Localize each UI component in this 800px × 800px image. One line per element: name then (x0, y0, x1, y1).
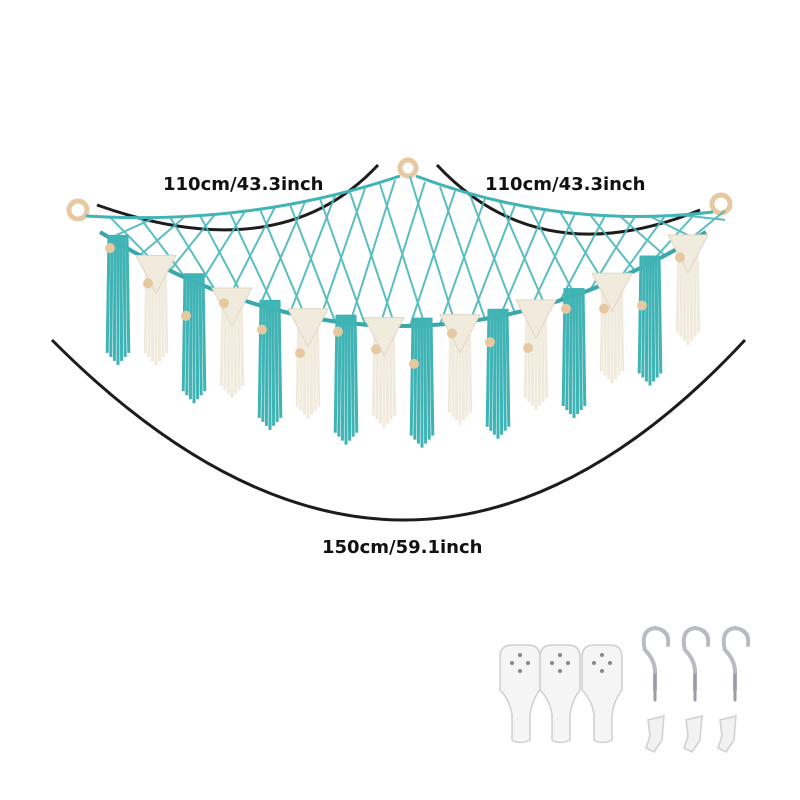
teal-tassel (409, 317, 435, 448)
macrame-triangle-pennant (439, 314, 481, 354)
net-strand (319, 198, 366, 325)
cream-tassel (135, 255, 177, 366)
wooden-beads (105, 243, 685, 369)
net-strand (499, 201, 546, 306)
wooden-bead (219, 298, 229, 309)
wooden-bead (181, 310, 191, 321)
net-strand (169, 213, 216, 272)
center-wooden-ring (397, 157, 419, 179)
macrame-triangle-pennant (287, 308, 329, 348)
net-strand (229, 206, 276, 296)
cream-tassel (667, 234, 709, 345)
macrame-triangle-pennant (667, 234, 709, 274)
right-side-dimension-label: 110cm/43.3inch (485, 174, 646, 195)
net-strand (229, 212, 276, 310)
macrame-triangle-pennant (135, 255, 177, 295)
wooden-bead (561, 303, 571, 314)
net-strand (139, 215, 186, 256)
wooden-bead (637, 300, 647, 311)
net-strand (349, 179, 396, 324)
cream-tassel (363, 317, 405, 428)
right-wooden-ring (709, 192, 733, 216)
net-strand (199, 215, 246, 301)
left-wooden-ring (66, 198, 90, 222)
teal-tassel (181, 273, 207, 404)
net-strand (529, 213, 576, 310)
wooden-bead (523, 343, 533, 354)
wall-anchors (645, 715, 737, 753)
teal-tassel (485, 308, 511, 439)
cream-tassel (287, 308, 329, 419)
net-strand (199, 210, 246, 285)
bottom-dimension-line (50, 338, 747, 522)
net-strand (259, 201, 306, 306)
net-strand (319, 187, 366, 320)
adhesive-hooks (499, 644, 623, 744)
wooden-bead (257, 324, 267, 335)
net-strand (139, 217, 186, 278)
macrame-triangle-pennant (363, 317, 405, 357)
bottom-span-dimension-label: 150cm/59.1inch (322, 537, 483, 558)
net-strand (619, 215, 666, 279)
net-strand (559, 215, 606, 302)
net-frame-cords (85, 174, 714, 220)
screw-hooks (641, 625, 751, 702)
cream-tassel (515, 299, 557, 410)
net-strand (439, 186, 486, 320)
wooden-bead (409, 358, 419, 369)
wooden-bead (675, 252, 685, 263)
net-strand (469, 194, 516, 314)
net-strand (589, 214, 636, 272)
cream-tassel (439, 314, 481, 425)
net-strand (439, 198, 486, 325)
net-strand (409, 176, 456, 324)
wooden-bead (599, 303, 609, 314)
net-strand (529, 207, 576, 297)
wooden-bead (485, 337, 495, 348)
wooden-bead (105, 243, 115, 254)
net-strand (289, 204, 336, 322)
net-strand (379, 181, 426, 326)
net-strand (499, 209, 546, 317)
fringe-tassels (105, 234, 709, 448)
left-side-dimension-label: 110cm/43.3inch (163, 174, 324, 195)
net-strand (109, 216, 156, 240)
net-strand (409, 190, 456, 327)
macrame-triangle-pennant (591, 272, 633, 313)
wooden-bead (447, 328, 457, 339)
net-strand (289, 195, 336, 314)
wooden-bead (333, 326, 343, 337)
net-strand (259, 208, 306, 317)
teal-tassel (637, 255, 663, 386)
macrame-triangle-pennant (515, 299, 557, 339)
wooden-bead (371, 344, 381, 355)
teal-tassel (257, 299, 283, 430)
net-strand (469, 204, 516, 322)
wooden-bead (143, 278, 153, 289)
net-strand (559, 211, 606, 285)
net-strand (619, 215, 666, 257)
net-strand (679, 214, 726, 221)
cream-tassel (211, 287, 253, 399)
wooden-bead (295, 348, 305, 359)
macrame-triangle-pennant (211, 287, 253, 328)
teal-tassel (105, 234, 131, 365)
cream-tassel (591, 272, 633, 384)
net-strand (169, 216, 216, 291)
